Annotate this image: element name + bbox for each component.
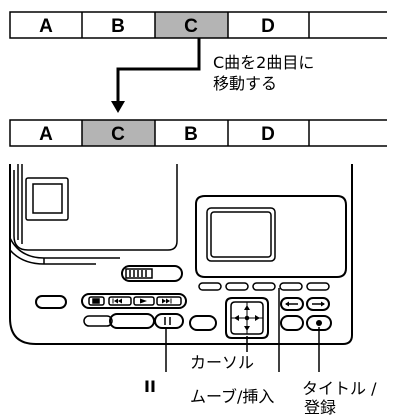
before-track-d-cell <box>228 12 309 38</box>
after-track-row: A C B D <box>9 119 387 147</box>
after-track-a-cell <box>10 120 82 146</box>
display-button-2[interactable] <box>225 282 249 291</box>
volume-button[interactable] <box>83 315 113 327</box>
rewind-button[interactable] <box>108 296 132 306</box>
display-button-4[interactable] <box>279 282 303 291</box>
cursor-label: カーソル <box>190 353 254 372</box>
before-track-row: A B C D <box>9 11 387 39</box>
after-track-empty-cell <box>309 120 387 146</box>
device-illustration <box>9 164 353 345</box>
display-panel <box>195 195 347 278</box>
move-note-line2: 移動する <box>213 74 277 93</box>
stop-button[interactable] <box>88 296 105 306</box>
after-track-b-cell <box>155 120 228 146</box>
forward-button[interactable] <box>306 297 330 311</box>
before-track-a-cell <box>10 12 82 38</box>
play-button[interactable] <box>133 296 155 306</box>
pause-label: II <box>144 377 156 396</box>
after-track-d-cell <box>228 120 309 146</box>
after-track-a-label: A <box>39 124 53 145</box>
fast-forward-button[interactable] <box>156 296 182 306</box>
record-lever[interactable] <box>109 313 155 329</box>
move-arrow <box>111 38 201 113</box>
display-button-5[interactable] <box>306 282 330 291</box>
arrow-head-icon <box>111 101 125 113</box>
after-track-c-label: C <box>111 124 125 145</box>
before-track-empty-cell <box>309 12 387 38</box>
after-track-b-label: B <box>184 124 198 145</box>
after-row-outline <box>9 119 387 147</box>
transport-controls <box>81 293 187 309</box>
after-track-c-cell <box>82 120 155 146</box>
display-button-3[interactable] <box>252 282 276 291</box>
callout-leaders <box>165 288 320 372</box>
cursor-pad[interactable] <box>225 297 269 339</box>
device-body <box>9 164 353 345</box>
hold-switch[interactable] <box>121 265 183 282</box>
before-track-c-label: C <box>184 16 198 37</box>
title-register-label-line2: 登録 <box>304 398 336 415</box>
cursor-down-icon <box>244 326 250 331</box>
display-button-1[interactable] <box>198 282 222 291</box>
back-button[interactable] <box>280 297 304 311</box>
device-lid <box>13 164 178 251</box>
edit-button[interactable] <box>189 315 217 331</box>
move-insert-label: ムーブ/挿入 <box>190 387 274 406</box>
title-register-label-line1: タイトル / <box>302 379 377 398</box>
before-track-c-cell <box>155 12 228 38</box>
cursor-right-icon <box>255 315 260 321</box>
menu-button[interactable] <box>35 295 67 309</box>
lcd-screen <box>206 207 276 262</box>
before-track-a-label: A <box>39 16 53 37</box>
pause-button-control[interactable] <box>154 313 184 329</box>
cursor-up-icon <box>244 305 250 310</box>
before-track-b-label: B <box>111 16 125 37</box>
device-window <box>25 177 69 221</box>
move-note-line1: C曲を2曲目に <box>213 53 314 72</box>
enter-button[interactable] <box>280 315 304 331</box>
before-track-d-label: D <box>261 16 275 37</box>
cursor-left-icon <box>234 315 239 321</box>
before-track-b-cell <box>82 12 155 38</box>
after-track-d-label: D <box>261 124 275 145</box>
